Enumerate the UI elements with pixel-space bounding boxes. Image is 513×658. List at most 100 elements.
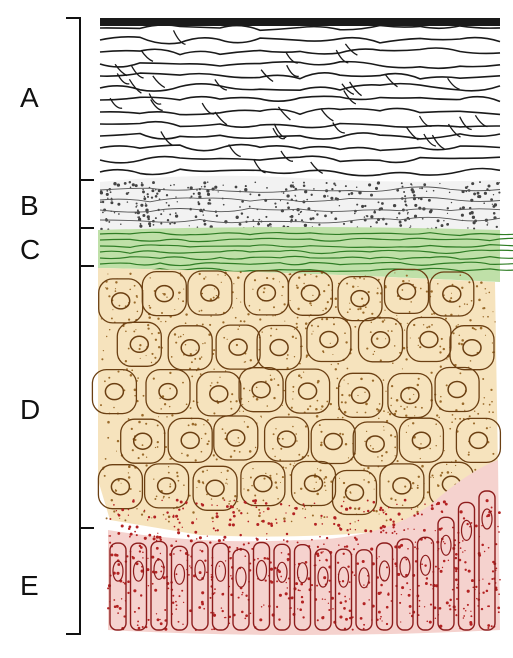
layer-d-dot: [286, 357, 288, 360]
layer-e-dot: [314, 523, 316, 525]
layer-d-dot: [394, 446, 397, 449]
layer-d-dot: [369, 445, 372, 447]
layer-e-dot: [210, 574, 212, 576]
layer-b-dot: [492, 212, 496, 215]
layer-d-dot: [158, 416, 160, 418]
layer-e-dot: [291, 596, 294, 599]
layer-b-dot: [148, 224, 152, 228]
layer-b-dot: [197, 202, 201, 206]
layer-e-dot: [444, 542, 446, 545]
layer-b-dot: [174, 212, 177, 214]
layer-b-dot: [202, 214, 205, 216]
layer-d-dot: [233, 283, 235, 285]
layer-d-dot: [107, 420, 110, 424]
layer-b-dot: [303, 181, 305, 184]
layer-d-dot: [318, 424, 321, 427]
layer-a-cell-edge: [280, 150, 294, 162]
layer-d-dot: [428, 325, 431, 328]
layer-d-dot: [394, 499, 397, 501]
layer-e-dot: [155, 613, 158, 615]
layer-c-line: [99, 237, 513, 243]
layer-d-dot: [239, 410, 241, 412]
layer-d-dot: [275, 486, 278, 489]
layer-b-dot: [239, 206, 241, 208]
layer-b-dot: [238, 222, 242, 226]
layer-e-dot: [424, 564, 427, 567]
layer-d-dot: [209, 384, 212, 387]
layer-d-dot: [323, 516, 326, 519]
layer-e-dot: [127, 514, 130, 516]
layer-a-cell-edge: [228, 144, 241, 158]
layer-b-dot: [373, 210, 377, 214]
layer-d-dot: [151, 352, 154, 355]
layer-d-dot: [141, 453, 145, 456]
layer-e-dot: [340, 511, 342, 514]
layer-d-dot: [367, 481, 370, 484]
layer-d-dot: [367, 290, 370, 294]
layer-d-dot: [445, 384, 448, 387]
layer-e-dot: [184, 501, 188, 504]
layer-e-dot: [294, 507, 296, 509]
layer-a-cell-edge: [332, 122, 345, 134]
layer-d-dot: [419, 457, 421, 460]
layer-b-dot: [145, 208, 149, 212]
layer-e-dot: [410, 508, 413, 510]
layer-b-dot: [313, 188, 315, 190]
layer-e-dot: [224, 616, 227, 619]
layer-b-dot: [257, 193, 261, 197]
layer-d-dot: [134, 438, 137, 442]
layer-b-dot: [289, 184, 293, 188]
layer-d-dot: [323, 478, 326, 480]
layer-d-dot: [203, 277, 206, 280]
layer-e-dot: [195, 518, 198, 520]
layer-e-dot: [162, 576, 166, 580]
layer-a-cell-edge: [277, 106, 291, 121]
layer-b-dot: [311, 217, 315, 220]
layer-a-cell-edge: [214, 79, 228, 91]
layer-b-dot: [287, 206, 290, 210]
layer-d-dot: [401, 504, 404, 506]
layer-a-cell-edge: [253, 158, 266, 174]
layer-d-dot: [322, 309, 324, 312]
layer-d-dot: [454, 459, 457, 462]
layer-e-dot: [448, 604, 451, 607]
layer-d-dot: [220, 281, 222, 283]
layer-d-dot: [194, 459, 197, 462]
layer-d-dot: [364, 440, 366, 443]
layer-e-dot: [470, 610, 472, 612]
layer-b-dot: [241, 200, 244, 203]
layer-b-dot: [190, 195, 193, 198]
layer-e-dot: [153, 515, 157, 519]
layer-e-nucleus: [358, 567, 370, 589]
layer-b-dot: [425, 190, 428, 192]
layer-d-dot: [274, 455, 276, 458]
layer-d-dot: [439, 351, 442, 354]
layer-e-dot: [497, 606, 501, 610]
layer-d-nucleus: [370, 331, 391, 349]
layer-e-dot: [339, 615, 343, 619]
layer-e-dot: [456, 598, 458, 600]
layer-d-dot: [402, 280, 405, 283]
layer-d-dot: [377, 287, 379, 289]
layer-d-dot: [401, 368, 403, 370]
layer-e-dot: [252, 499, 255, 503]
layer-b-dot: [235, 215, 239, 219]
layer-e-dot: [464, 568, 467, 571]
layer-b-dot: [304, 190, 308, 194]
layer-d-dot: [400, 405, 402, 408]
layer-d-nucleus: [200, 284, 220, 302]
layer-d-dot: [266, 277, 269, 280]
layer-b-dot: [375, 221, 378, 224]
layer-d-dot: [435, 445, 437, 447]
layer-e-cell: [334, 548, 353, 631]
layer-b-dot: [498, 182, 501, 184]
layer-d-dot: [113, 510, 116, 513]
layer-d-dot: [185, 313, 188, 316]
layer-e-dot: [159, 622, 163, 626]
layer-b-dot: [446, 212, 449, 215]
layer-e-dot: [348, 598, 351, 600]
layer-d-cell: [141, 270, 187, 317]
layer-d-dot: [304, 327, 307, 330]
layer-e-dot: [122, 581, 125, 584]
layer-e-dot: [255, 506, 258, 509]
